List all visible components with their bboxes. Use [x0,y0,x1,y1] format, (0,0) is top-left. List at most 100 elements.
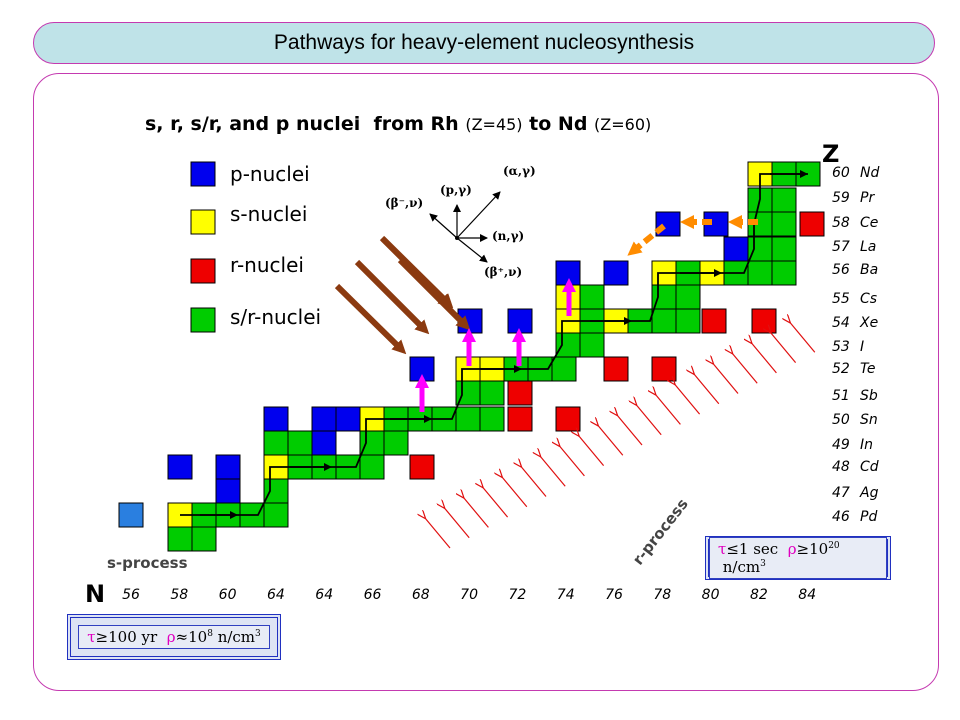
element-z-13: 47 [832,485,850,501]
r-process-label: r-process [629,495,692,568]
nuclide-cell-32 [359,430,385,456]
nuclide-cell-71 [723,236,749,262]
r-arrow-8 [579,436,605,466]
nuclide-cell-11 [215,454,241,480]
element-symbol-4: Ba [860,262,878,278]
r-arrow-16 [732,353,758,384]
nuclide-cell-27 [455,406,481,432]
alpha-label: (α,γ) [503,164,536,178]
element-z-4: 56 [832,262,850,278]
r-conditions-text: τ≤1 sec ρ≥1020 n/cm3 [709,537,887,579]
p-process-arrows [334,235,471,355]
nuclide-cell-77 [771,211,797,237]
nuclide-cell-0 [118,502,144,528]
beta-minus-arrow [429,213,458,239]
r-arrow-14 [694,374,720,405]
p-arrow-5 [380,236,454,309]
r-arrow-4 [502,477,528,508]
n-tick-14: 84 [798,587,816,603]
nuclide-cell-51 [651,308,677,334]
nuclide-cell-36 [409,356,435,382]
nuclide-cell-52 [675,308,701,334]
legend-label-r: r-nuclei [230,253,304,277]
element-z-14: 46 [832,509,850,525]
r-conditions-box: τ≤1 sec ρ≥1020 n/cm3 [705,536,891,580]
n-tick-6: 68 [412,587,430,603]
nuclide-cell-53 [701,308,727,334]
nuclide-cells [118,161,825,552]
r-arrow-0 [425,518,451,549]
nuclide-cell-55 [555,332,581,358]
element-z-10: 50 [832,412,850,428]
legend-swatch-r [190,258,216,284]
element-z-11: 49 [832,437,850,453]
r-arrow-2 [463,497,489,528]
r-arrow-12 [655,394,681,425]
element-symbol-0: Nd [860,165,879,181]
nuclide-cell-45 [479,380,505,406]
s-process-label: s-process [107,554,188,572]
element-symbol-13: Ag [859,485,879,501]
nuclide-cell-10 [167,454,193,480]
element-z-7: 53 [832,339,850,355]
nuclide-cell-61 [555,260,581,286]
nuclide-cell-78 [799,211,825,237]
element-symbol-2: Ce [860,215,878,231]
element-z-9: 51 [832,388,850,404]
element-symbol-1: Pr [860,190,875,206]
element-z-8: 52 [832,361,850,377]
r-process-arrows [425,322,816,549]
title-bar: Pathways for heavy-element nucleosynthes… [33,22,935,64]
p-label: (p,γ) [440,183,472,197]
nuclide-cell-7 [191,526,217,552]
legend-swatch-p [190,161,216,187]
element-z-12: 48 [832,459,850,475]
nuclide-cell-28 [479,406,505,432]
element-z-6: 54 [832,315,850,331]
r-arrow-7 [559,446,585,477]
nuclide-cell-62 [603,260,629,286]
magenta-arrows [415,278,576,412]
element-z-1: 59 [832,190,850,206]
r-arrow-1 [444,508,470,539]
nuclide-cell-19 [287,430,313,456]
element-z-0: 60 [832,165,850,181]
orange-arrows [627,215,758,256]
legend-swatch-sr [190,307,216,333]
nuclide-cell-73 [771,236,797,262]
n-tick-13: 82 [750,587,768,603]
nuclide-cell-31 [311,430,337,456]
element-symbol-12: Cd [860,459,879,475]
p-arrow-2 [354,259,430,335]
nuclide-cell-70 [675,284,701,310]
nuclide-cell-58 [579,284,605,310]
nuclide-cell-34 [263,478,289,504]
nuclide-cell-35 [263,502,289,528]
nuclide-cell-22 [335,406,361,432]
p-arrow-1 [334,283,407,355]
nuclide-cell-21 [311,406,337,432]
nuclide-cell-17 [409,454,435,480]
n-tick-11: 78 [653,587,671,603]
nuclide-cell-16 [359,454,385,480]
r-arrow-15 [713,364,739,394]
r-arrow-11 [636,405,662,436]
element-z-5: 55 [832,291,850,307]
nuclide-cell-80 [771,187,797,213]
element-symbol-7: I [860,339,864,355]
nuclide-cell-30 [555,406,581,432]
r-arrow-6 [540,456,566,487]
element-symbol-6: Xe [859,315,878,331]
r-arrow-10 [617,415,643,446]
n-axis-label: N [85,580,105,608]
r-arrow-9 [598,425,624,456]
legend-label-p: p-nuclei [230,162,310,186]
nuclide-cell-67 [747,260,773,286]
nuclide-cell-41 [551,356,577,382]
n-tick-9: 74 [557,587,575,603]
p-arrow-4 [397,257,471,331]
n-tick-0: 56 [122,587,140,603]
legend-label-sr: s/r-nuclei [230,305,321,329]
element-symbol-5: Cs [860,291,877,307]
